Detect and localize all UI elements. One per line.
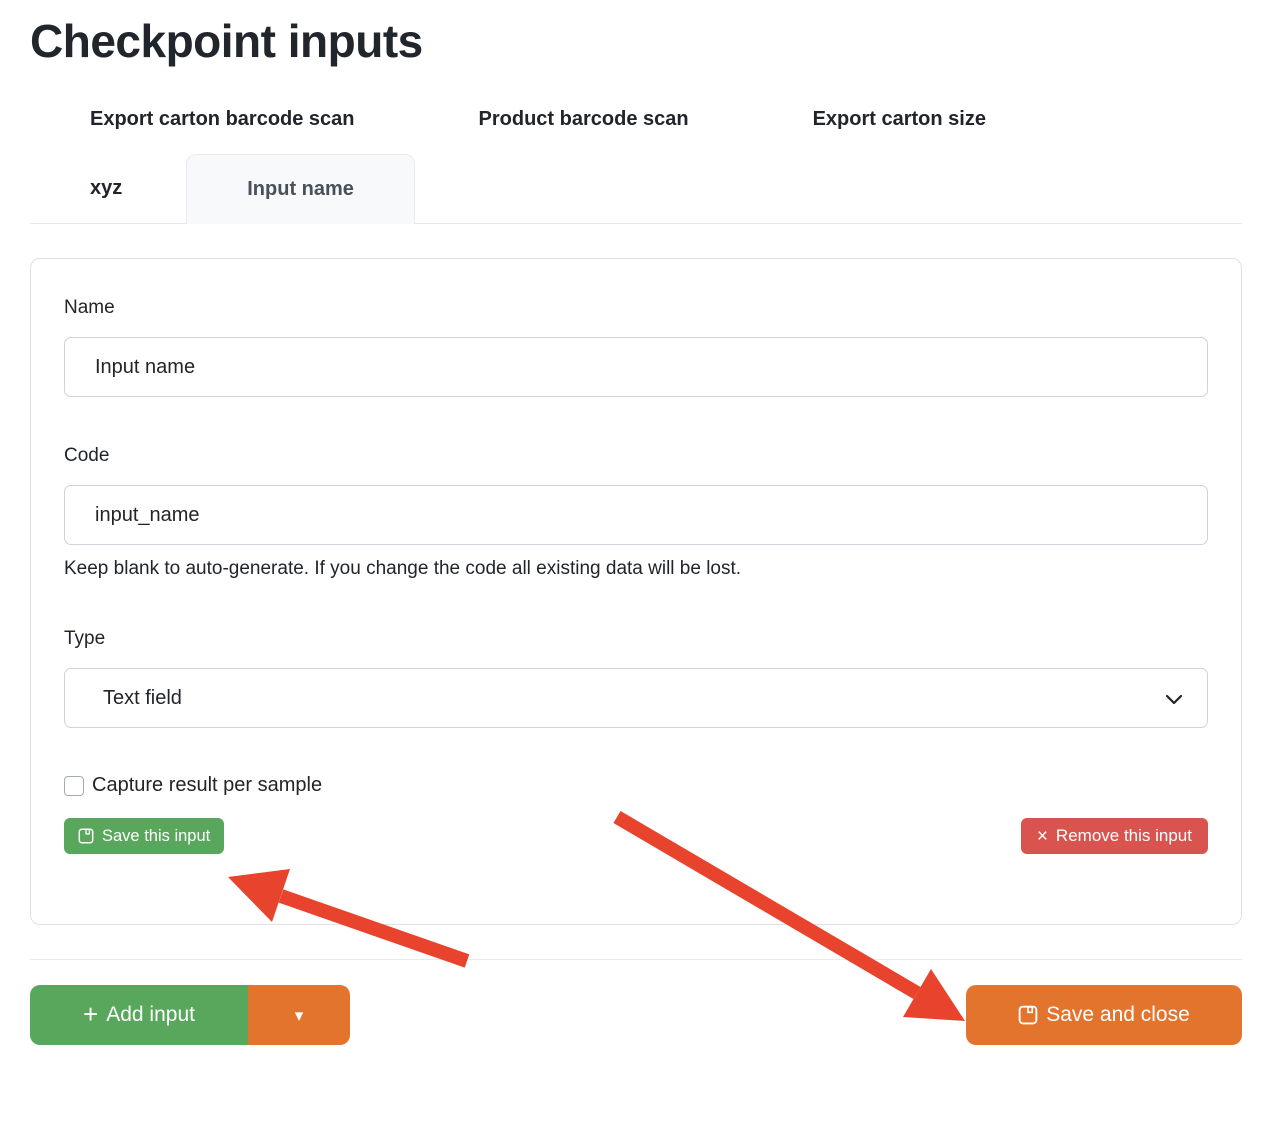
footer-divider: [30, 959, 1242, 960]
type-select[interactable]: Text field: [64, 668, 1208, 728]
save-icon: [1018, 1005, 1038, 1025]
tab-xyz[interactable]: xyz: [90, 177, 123, 199]
close-icon: ×: [1036, 825, 1048, 847]
save-this-input-label: Save this input: [102, 826, 211, 845]
name-input[interactable]: [64, 337, 1208, 397]
remove-this-input-label: Remove this input: [1055, 826, 1192, 845]
card-actions-row: Save this input × Remove this input: [64, 818, 1208, 854]
name-field-group: Name: [64, 297, 1208, 397]
add-input-split-button: + Add input ▾: [30, 985, 350, 1045]
page-title: Checkpoint inputs: [30, 15, 423, 67]
caret-down-icon: ▾: [294, 1005, 304, 1025]
save-and-close-label: Save and close: [1046, 1003, 1190, 1026]
type-label: Type: [64, 628, 106, 649]
remove-this-input-button[interactable]: × Remove this input: [1020, 818, 1208, 854]
add-input-label: Add input: [106, 1003, 195, 1026]
add-input-button[interactable]: + Add input: [30, 985, 248, 1045]
save-icon: [78, 828, 94, 844]
input-tabs: xyz Input name: [30, 154, 1242, 224]
tab-export-carton-barcode-scan[interactable]: Export carton barcode scan: [90, 107, 355, 130]
checkpoint-tabs: Export carton barcode scan Product barco…: [30, 96, 1242, 142]
code-label: Code: [64, 445, 110, 466]
save-and-close-button[interactable]: Save and close: [966, 985, 1242, 1045]
plus-icon: +: [83, 999, 99, 1029]
code-input[interactable]: [64, 485, 1208, 545]
capture-per-sample-label[interactable]: Capture result per sample: [92, 774, 323, 796]
tab-input-name[interactable]: Input name: [186, 154, 415, 224]
save-this-input-button[interactable]: Save this input: [64, 818, 225, 854]
add-input-dropdown-toggle[interactable]: ▾: [248, 985, 350, 1045]
type-field-group: Type Text field: [64, 628, 1208, 728]
tab-export-carton-size[interactable]: Export carton size: [812, 107, 986, 130]
capture-per-sample-checkbox[interactable]: [64, 775, 84, 796]
code-field-group: Code Keep blank to auto-generate. If you…: [64, 445, 1208, 580]
tab-product-barcode-scan[interactable]: Product barcode scan: [478, 107, 689, 130]
code-help-text: Keep blank to auto-generate. If you chan…: [64, 558, 742, 579]
footer-actions: + Add input ▾ Save and close: [30, 985, 1242, 1045]
capture-checkbox-row: Capture result per sample: [64, 774, 1208, 797]
name-label: Name: [64, 297, 115, 318]
input-form-card: Name Code Keep blank to auto-generate. I…: [30, 258, 1242, 925]
